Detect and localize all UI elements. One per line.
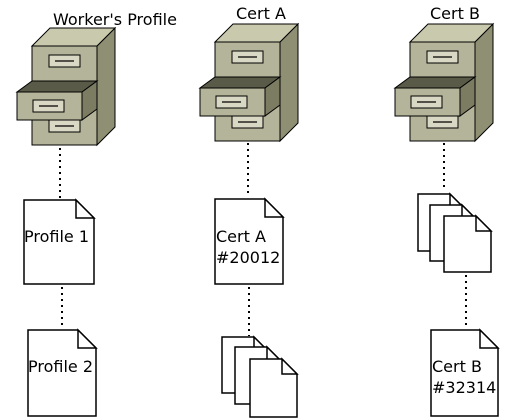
document-label-profile-2: Profile 2: [28, 357, 93, 376]
document-stack-icon: [221, 335, 299, 418]
document-label-profile-1: Profile 1: [24, 227, 89, 246]
document-icon: [23, 198, 96, 285]
document-label-cert-b-line-2: #32314: [432, 378, 496, 397]
document-label-cert-a-line-2: #20012: [216, 248, 280, 267]
filing-cabinet-icon: [393, 22, 495, 143]
filing-cabinet-icon: [198, 22, 300, 143]
document-label-cert-b-line-1: Cert B: [432, 357, 482, 376]
filing-cabinet-icon: [15, 26, 117, 147]
cabinet-label-cert-b: Cert B: [430, 4, 480, 23]
document-icon: [27, 328, 98, 417]
document-label-cert-a-line-1: Cert A: [216, 227, 266, 246]
document-icon: [430, 328, 500, 417]
document-stack-icon: [417, 192, 493, 273]
cabinet-label-cert-a: Cert A: [236, 4, 286, 23]
document-icon: [214, 197, 285, 285]
cabinet-label-workers-profile: Worker's Profile: [53, 10, 177, 29]
